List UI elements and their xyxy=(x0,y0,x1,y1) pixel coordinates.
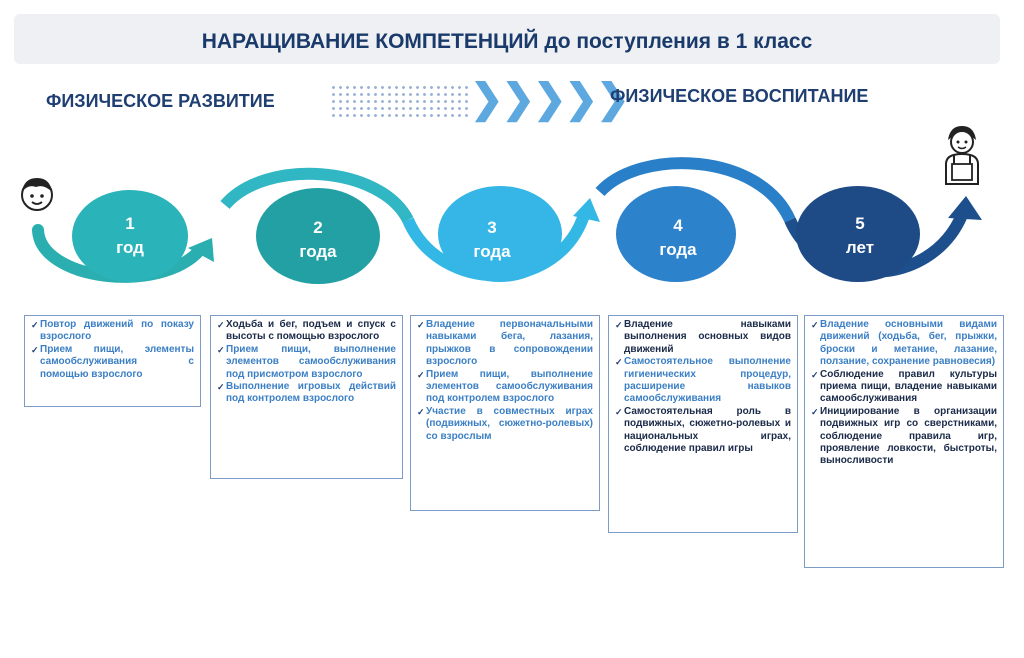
page-title: НАРАЩИВАНИЕ КОМПЕТЕНЦИЙ до поступления в… xyxy=(201,30,813,53)
stage-3-box: Владение первоначальными навыками бега, … xyxy=(410,315,600,511)
ribbon-3-arrow xyxy=(573,198,600,222)
stage-1-number: 1 xyxy=(125,214,135,233)
stage-2-item-1: Ходьба и бег, подъем и спуск с высоты с … xyxy=(217,319,396,344)
ribbon-5-arrow xyxy=(948,196,982,220)
stage-2-circle xyxy=(256,188,380,284)
stage-3-unit: года xyxy=(473,242,511,261)
stage-3-circle xyxy=(438,186,562,282)
stage-1-unit: год xyxy=(116,238,144,257)
stage-5-box: Владение основными видами движений (ходь… xyxy=(804,315,1004,568)
slide: НАРАЩИВАНИЕ КОМПЕТЕНЦИЙ до поступления в… xyxy=(0,0,1024,578)
stage-5-circle xyxy=(796,186,920,282)
stage-3-item-2: Прием пищи, выполнение элементов самообс… xyxy=(417,369,593,406)
stage-2-item-3: Выполнение игровых действий под контроле… xyxy=(217,381,396,406)
stage-1-item-1: Повтор движений по показу взрослого xyxy=(31,319,194,344)
stage-4-item-3: Самостоятельная роль в подвижных, сюжетн… xyxy=(615,406,791,456)
stage-3-item-1: Владение первоначальными навыками бега, … xyxy=(417,319,593,369)
stage-1-item-2: Прием пищи, элементы самообслуживания с … xyxy=(31,344,194,381)
ribbon-2 xyxy=(220,167,414,224)
dotted-pattern xyxy=(330,84,472,118)
stage-4-circle xyxy=(616,186,736,282)
child-face-icon xyxy=(21,178,53,211)
stage-4-label: 4 года xyxy=(618,214,738,262)
stage-2-label: 2 года xyxy=(258,216,378,264)
stage-2-box: Ходьба и бег, подъем и спуск с высоты с … xyxy=(210,315,403,479)
stage-1-circle xyxy=(72,190,188,282)
stage-5-item-1: Владение основными видами движений (ходь… xyxy=(811,319,997,369)
stage-3-label: 3 года xyxy=(432,216,552,264)
stage-1-label: 1 год xyxy=(70,212,190,260)
right-label: ФИЗИЧЕСКОЕ ВОСПИТАНИЕ xyxy=(610,86,869,106)
left-label: ФИЗИЧЕСКОЕ РАЗВИТИЕ xyxy=(46,91,275,111)
ribbon-4 xyxy=(595,157,796,223)
stage-4-item-1: Владение навыками выполнения основных ви… xyxy=(615,319,791,356)
stage-5-label: 5 лет xyxy=(800,212,920,260)
schoolchild-icon xyxy=(945,126,979,185)
stage-5-unit: лет xyxy=(845,238,875,257)
stage-4-unit: года xyxy=(659,240,697,259)
stage-3-number: 3 xyxy=(487,218,497,237)
stage-1-box: Повтор движений по показу взрослого Прие… xyxy=(24,315,201,407)
stage-2-unit: года xyxy=(299,242,337,261)
stage-2-item-2: Прием пищи, выполнение элементов самообс… xyxy=(217,344,396,381)
stage-2-number: 2 xyxy=(313,218,323,237)
chevron-arrows-icon: ❯❯❯❯❯ xyxy=(470,77,630,121)
stage-flow xyxy=(32,157,982,284)
stage-4-box: Владение навыками выполнения основных ви… xyxy=(608,315,798,533)
stage-5-item-3: Инициирование в организации подвижных иг… xyxy=(811,406,997,468)
stage-4-item-2: Самостоятельное выполнение гигиенических… xyxy=(615,356,791,406)
stage-5-item-2: Соблюдение правил культуры приема пищи, … xyxy=(811,369,997,406)
stage-4-number: 4 xyxy=(673,216,683,235)
stage-3-item-3: Участие в совместных играх (подвижных, с… xyxy=(417,406,593,443)
title-bar: НАРАЩИВАНИЕ КОМПЕТЕНЦИЙ до поступления в… xyxy=(14,14,1000,64)
ribbon-1-arrow xyxy=(188,238,214,262)
stage-5-number: 5 xyxy=(855,214,865,233)
